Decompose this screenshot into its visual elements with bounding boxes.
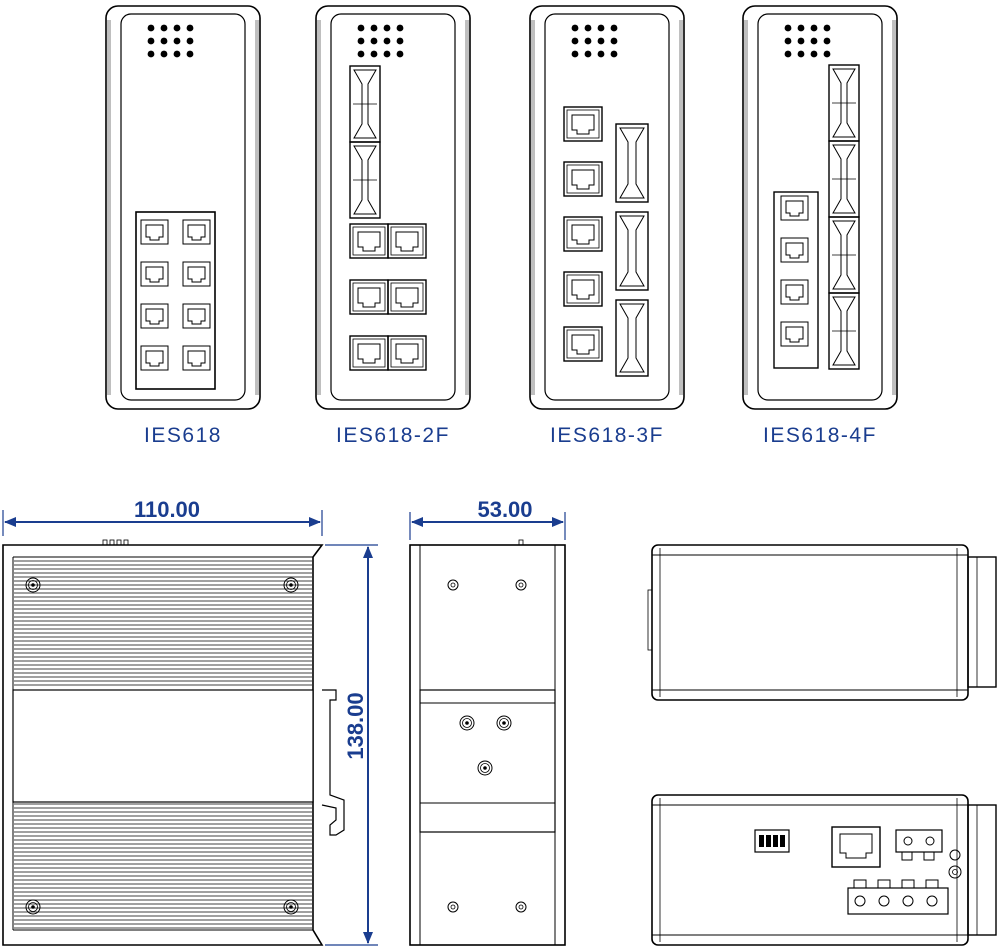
front-view-ies618-2f xyxy=(315,5,471,410)
dimension-height xyxy=(325,544,378,946)
sfp-slot-pair xyxy=(349,65,381,219)
rj45-port-block xyxy=(135,211,216,390)
din-rail-clip xyxy=(321,689,345,836)
power-terminal-small xyxy=(895,829,943,861)
label-panel xyxy=(12,689,314,803)
rj45-port-grid xyxy=(349,223,427,371)
model-label-ies618: IES618 xyxy=(144,424,222,447)
dip-switch-marks xyxy=(102,539,129,546)
rear-screws xyxy=(447,579,527,913)
top-view xyxy=(647,544,997,701)
led-grid-4 xyxy=(784,24,831,58)
cooling-fins-lower xyxy=(14,803,312,929)
led-grid-1 xyxy=(147,24,194,58)
dimension-width xyxy=(2,510,323,536)
led-grid-3 xyxy=(571,24,618,58)
bottom-view xyxy=(651,794,997,946)
model-label-ies618-4f: IES618-4F xyxy=(763,424,877,447)
cooling-fins-upper xyxy=(14,560,312,686)
sfp-slot-stack xyxy=(828,64,860,370)
front-view-ies618-4f xyxy=(742,5,898,410)
din-clip-screws xyxy=(459,715,512,776)
model-label-ies618-3f: IES618-3F xyxy=(550,424,664,447)
dimension-depth xyxy=(409,512,566,540)
sfp-slot-column xyxy=(615,123,649,377)
rear-view xyxy=(409,539,566,946)
dimension-depth-label: 53.00 xyxy=(477,497,533,522)
dimension-height-label: 138.00 xyxy=(343,692,368,760)
ground-screw xyxy=(948,849,962,879)
front-view-ies618-3f xyxy=(529,5,685,410)
dip-switch-block xyxy=(754,829,790,853)
rj45-port-column xyxy=(563,106,603,362)
dimension-width-label: 110.00 xyxy=(133,497,201,522)
side-view xyxy=(2,539,345,946)
front-view-ies618 xyxy=(105,5,261,410)
console-rj45-port xyxy=(831,826,881,868)
rj45-port-stack xyxy=(773,191,819,369)
model-label-ies618-2f: IES618-2F xyxy=(336,424,450,447)
power-terminal-block xyxy=(847,879,949,915)
led-grid-2 xyxy=(357,24,404,58)
